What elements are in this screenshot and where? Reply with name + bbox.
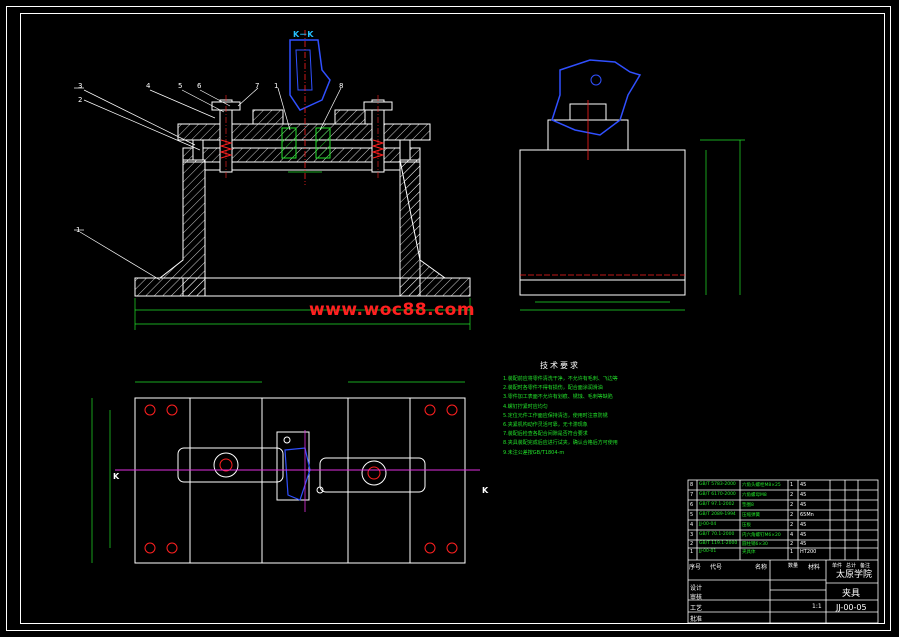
part-number-label: 2	[78, 96, 83, 104]
header-cell-no: 序号	[689, 564, 702, 571]
parts-row-no: 4	[690, 522, 694, 528]
parts-row-no: 7	[690, 492, 694, 498]
header-cell-material: 材料	[808, 564, 821, 571]
section-title-label: K－K	[293, 30, 314, 39]
parts-row-material: 45	[800, 532, 807, 538]
parts-row-code: GB/T 6170-2000	[699, 492, 736, 497]
side-view	[519, 59, 745, 311]
signature-label: 审核	[690, 594, 703, 601]
parts-row-name: 内六角螺钉M6×20	[742, 533, 781, 538]
parts-row-name: 六角头螺栓M8×25	[742, 483, 781, 488]
parts-row-code: GB/T 5783-2000	[699, 482, 736, 487]
parts-row-qty: 1	[790, 549, 794, 555]
tech-requirement-item: 7.装配后检查各配合间隙是否符合要求	[503, 431, 588, 438]
signature-label: 工艺	[690, 605, 703, 612]
parts-row-qty: 2	[790, 522, 794, 528]
tech-requirement-item: 8.夹具装配完成后应进行试夹，确认合格后方可使用	[503, 440, 618, 447]
part-number-label: 6	[197, 82, 202, 90]
parts-row-name: 六角螺母M8	[742, 493, 767, 498]
header-cell-code: 代号	[710, 564, 723, 571]
tech-requirement-item: 3.零件加工表面不允许有划痕、锈蚀、毛刺等缺陷	[503, 394, 613, 401]
parts-row-material: 45	[800, 502, 807, 508]
parts-row-qty: 4	[790, 532, 794, 538]
tech-requirement-item: 2.装配时各零件不得有损伤，配合面涂润滑油	[503, 385, 603, 392]
part-number-label: 4	[146, 82, 151, 90]
parts-row-no: 2	[690, 541, 694, 547]
header-cell-name: 名称	[755, 564, 768, 571]
top-view	[91, 381, 480, 564]
school-name: 太原学院	[836, 570, 873, 580]
watermark-text: www.woc88.com	[309, 300, 476, 320]
part-number-label: 7	[255, 82, 260, 90]
parts-row-qty: 2	[790, 541, 794, 547]
inner-frame	[20, 13, 885, 624]
parts-row-qty: 2	[790, 502, 794, 508]
parts-row-material: 45	[800, 492, 807, 498]
header-cell-unit: 单件	[832, 563, 843, 569]
parts-row-name: 夹具体	[742, 550, 756, 555]
drawing-number: JJ-00-05	[836, 603, 867, 612]
section-marker-right: K	[482, 486, 489, 495]
front-section-view	[74, 30, 471, 330]
parts-row-name: 圆柱销6×30	[742, 542, 768, 547]
parts-row-code: JJ-00-01	[699, 549, 717, 554]
parts-row-qty: 1	[790, 482, 794, 488]
parts-row-no: 5	[690, 512, 694, 518]
parts-row-material: 65Mn	[800, 512, 814, 518]
outer-frame	[6, 6, 891, 631]
tech-requirements-list: 1.装配前应将零件清洗干净，不允许有毛刺、飞边等 2.装配时各零件不得有损伤，配…	[503, 375, 633, 458]
parts-row-material: 45	[800, 522, 807, 528]
parts-row-name: 垫圈8	[742, 503, 754, 508]
parts-row-code: GB/T 70.1-2000	[699, 532, 735, 537]
section-marker-left: K	[113, 472, 120, 481]
tech-requirement-item: 5.定位元件工作面应保持清洁，使用时注意防锈	[503, 412, 608, 419]
parts-row-no: 1	[690, 549, 694, 555]
signature-label: 批准	[690, 616, 703, 623]
parts-row-material: 45	[800, 541, 807, 547]
parts-row-code: JJ-00-04	[699, 522, 717, 527]
parts-row-no: 3	[690, 532, 694, 538]
part-number-label: 3	[78, 82, 83, 90]
header-cell-qty: 数量	[788, 563, 799, 569]
tech-requirement-item: 6.夹紧机构动作灵活可靠，无卡滞现象	[503, 422, 588, 429]
parts-row-name: 压板	[742, 523, 751, 528]
header-cell-remark: 备注	[860, 563, 871, 569]
tech-requirement-item: 4.螺钉拧紧时应均匀	[503, 403, 548, 410]
parts-row-no: 8	[690, 482, 694, 488]
title-block-grid	[687, 479, 879, 624]
tech-requirement-item: 1.装配前应将零件清洗干净，不允许有毛刺、飞边等	[503, 376, 618, 382]
drawing-name: 夹具	[842, 589, 861, 599]
parts-row-qty: 2	[790, 512, 794, 518]
signature-label: 设计	[690, 585, 703, 592]
tech-requirements-title: 技术要求	[540, 361, 580, 370]
parts-row-code: GB/T 97.1-2002	[699, 502, 735, 507]
part-number-label: 8	[339, 82, 344, 90]
parts-row-qty: 2	[790, 492, 794, 498]
part-number-label: 1	[274, 82, 279, 90]
part-number-label: 1	[76, 226, 81, 234]
parts-row-material: HT200	[800, 549, 817, 555]
drawing-scale: 1:1	[812, 603, 822, 610]
parts-row-no: 6	[690, 502, 694, 508]
parts-row-material: 45	[800, 482, 807, 488]
part-number-label: 5	[178, 82, 183, 90]
parts-row-name: 压缩弹簧	[742, 513, 760, 518]
parts-row-code: GB/T 119.1-2000	[699, 541, 738, 546]
tech-requirement-item: 9.未注公差按GB/T1804-m	[503, 449, 565, 456]
parts-row-code: GB/T 2089-1994	[699, 512, 736, 517]
header-cell-total: 总计	[846, 563, 857, 569]
